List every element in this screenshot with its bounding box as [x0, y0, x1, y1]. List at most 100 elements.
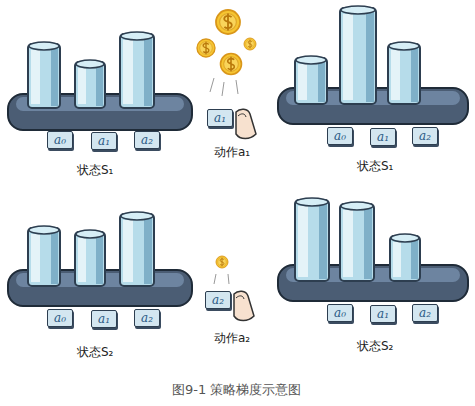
value-bar — [28, 228, 60, 286]
value-bar — [340, 6, 376, 104]
value-bar — [120, 32, 154, 108]
action-card: a₀ — [47, 131, 73, 149]
action-label: a₀ — [54, 311, 66, 325]
action-label: a₁ — [214, 111, 226, 125]
action-card: a₀ — [327, 127, 353, 145]
pressing-hand — [238, 114, 246, 117]
value-bar — [343, 210, 353, 277]
action-card: a₁ — [207, 109, 233, 127]
value-bar — [75, 230, 105, 286]
value-bar — [296, 198, 328, 206]
value-bar — [298, 64, 307, 100]
value-bar — [411, 240, 418, 279]
action-label: a₀ — [334, 306, 346, 320]
value-bar — [123, 220, 133, 282]
action-card: a₀ — [47, 309, 73, 327]
value-bar — [388, 44, 420, 104]
coins — [216, 256, 228, 268]
state-label: 状态S₁ — [77, 163, 113, 178]
value-bar — [75, 232, 105, 286]
value-bar — [144, 38, 152, 106]
value-bar — [341, 6, 375, 14]
action-label: a₂ — [212, 293, 224, 307]
value-bar — [96, 236, 103, 284]
value-bar — [393, 242, 401, 277]
value-bar — [340, 8, 376, 104]
state-label: 状态S₂ — [357, 339, 393, 354]
action-card: a₁ — [91, 310, 117, 328]
coins — [197, 39, 215, 57]
coins — [214, 274, 229, 284]
value-bar — [366, 12, 374, 102]
value-bar — [28, 44, 60, 108]
action-label: a₂ — [419, 129, 431, 143]
value-bar — [76, 230, 104, 238]
value-bar — [75, 60, 105, 108]
value-bar — [51, 232, 58, 284]
value-bar — [76, 60, 104, 68]
value-bar — [96, 66, 103, 106]
value-bar — [120, 214, 154, 286]
action-card: a₂ — [412, 127, 438, 145]
value-bar — [120, 34, 154, 108]
figure-caption: 图9-1 策略梯度示意图 — [172, 382, 301, 398]
coins — [197, 10, 256, 96]
value-bar — [295, 58, 327, 104]
value-bar — [28, 42, 60, 108]
value-bar — [340, 202, 374, 281]
value-bar — [364, 208, 372, 279]
value-bar — [121, 212, 153, 220]
value-bar — [78, 238, 86, 282]
action-card: a₂ — [134, 131, 160, 149]
value-bar — [144, 218, 152, 284]
action-card: a₀ — [327, 304, 353, 322]
coins — [216, 10, 240, 34]
action-label: a₀ — [334, 129, 346, 143]
value-bar — [341, 202, 373, 210]
value-bar — [29, 226, 59, 234]
action-card: a₂ — [205, 291, 231, 309]
value-bar — [51, 48, 58, 106]
state-label: 状态S₂ — [77, 345, 113, 360]
action-card: a₁ — [370, 128, 396, 146]
action-card: a₁ — [370, 305, 396, 323]
value-bar — [121, 32, 153, 40]
pressing-hand — [236, 109, 256, 138]
action-card: a₂ — [134, 309, 160, 327]
pressing-hand — [236, 109, 256, 138]
action-label: a₂ — [419, 306, 431, 320]
pressing-hand — [234, 291, 254, 320]
value-bar — [388, 42, 420, 104]
action-label: 动作a₁ — [214, 145, 250, 160]
value-bar — [295, 200, 329, 281]
value-bar — [343, 14, 353, 100]
pressing-hand — [234, 291, 254, 320]
action-label: a₀ — [54, 133, 66, 147]
action-label: a₂ — [141, 133, 153, 147]
value-bar — [411, 48, 418, 102]
coins — [214, 256, 229, 284]
value-bar — [391, 50, 400, 100]
action-label: a₁ — [377, 307, 389, 321]
coins — [244, 38, 256, 50]
value-bar — [120, 212, 154, 286]
action-label: a₁ — [98, 134, 110, 148]
action-label: a₁ — [377, 130, 389, 144]
value-bar — [75, 62, 105, 108]
value-bar — [389, 42, 419, 50]
value-bar — [340, 204, 374, 281]
value-bar — [298, 206, 308, 277]
value-bar — [295, 56, 327, 104]
coins — [210, 78, 238, 96]
action-card: a₂ — [412, 304, 438, 322]
value-bar — [29, 42, 59, 50]
value-bar — [123, 40, 133, 104]
state-label: 状态S₁ — [357, 159, 393, 174]
value-bar — [28, 226, 60, 286]
value-bar — [391, 234, 419, 242]
coins — [221, 54, 242, 75]
value-bar — [390, 234, 420, 281]
value-bar — [78, 68, 86, 104]
